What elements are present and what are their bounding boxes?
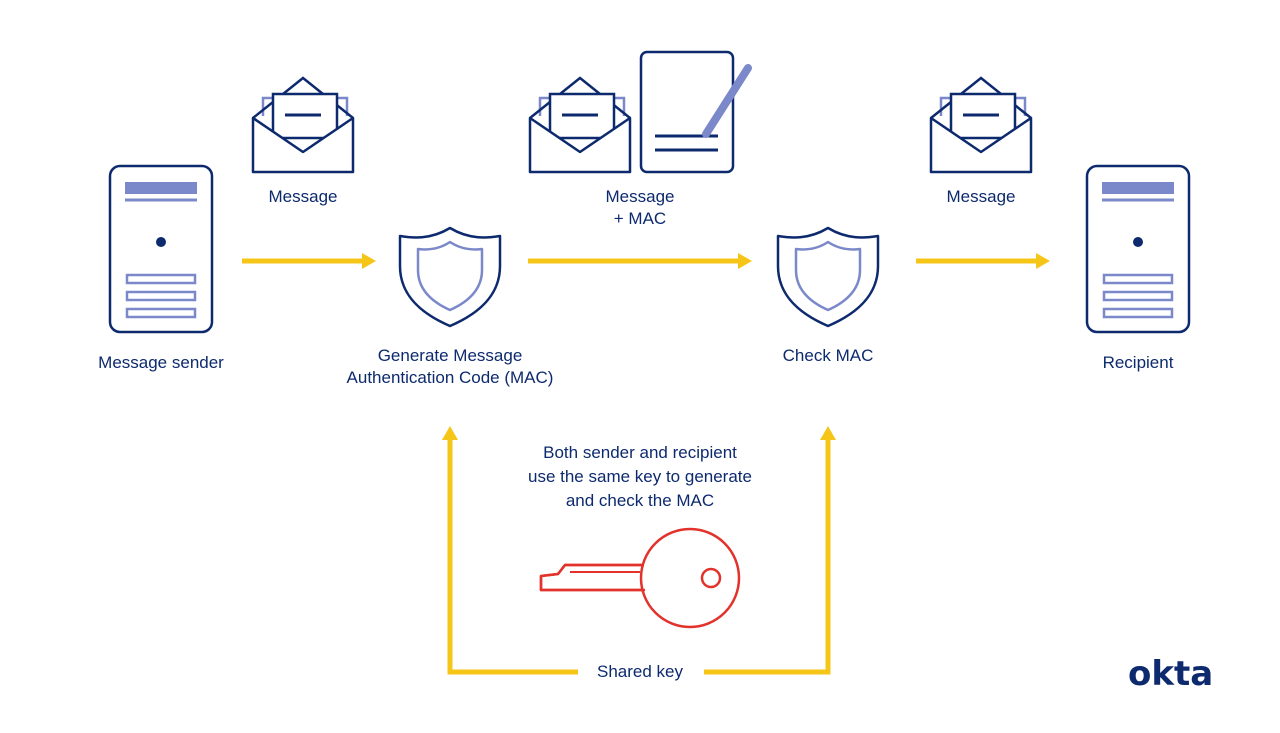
message-mac-label-line1: Message xyxy=(605,187,675,206)
flow-arrow-generate-to-check xyxy=(528,253,752,269)
key-icon xyxy=(539,527,741,629)
check-mac-label: Check MAC xyxy=(782,346,874,365)
key-note: Both sender and recipient use the same k… xyxy=(490,441,790,513)
message-envelope-icon xyxy=(251,76,355,174)
shared-key-arrow-left xyxy=(442,426,578,675)
recipient-label: Recipient xyxy=(1102,353,1174,372)
sender-server-icon xyxy=(108,164,214,334)
shared-key-label: Shared key xyxy=(597,662,683,681)
message-label: Message xyxy=(268,187,338,206)
key-note-line1: Both sender and recipient xyxy=(543,443,737,462)
message-mac-label-line2: + MAC xyxy=(613,209,667,228)
generate-mac-label-line1: Generate Message xyxy=(377,346,523,365)
generate-mac-label-line2: Authentication Code (MAC) xyxy=(346,368,554,387)
message-envelope-icon-2 xyxy=(929,76,1033,174)
key-note-line2: use the same key to generate xyxy=(528,467,752,486)
shared-key-arrow-right xyxy=(704,426,836,675)
generate-mac-label: Generate Message Authentication Code (MA… xyxy=(320,345,580,389)
recipient-server-icon xyxy=(1085,164,1191,334)
generate-mac-shield-icon xyxy=(398,226,502,328)
key-note-line3: and check the MAC xyxy=(565,491,715,510)
message-label-2: Message xyxy=(946,187,1016,206)
check-mac-shield-icon xyxy=(776,226,880,328)
okta-logo: okta xyxy=(1128,654,1214,694)
document-pen-icon xyxy=(639,50,752,174)
flow-arrow-sender-to-generate xyxy=(242,253,376,269)
flow-arrow-check-to-recipient xyxy=(916,253,1050,269)
message-mac-envelope-icon xyxy=(528,76,632,174)
message-mac-label: Message + MAC xyxy=(580,186,700,230)
sender-label: Message sender xyxy=(98,353,224,372)
